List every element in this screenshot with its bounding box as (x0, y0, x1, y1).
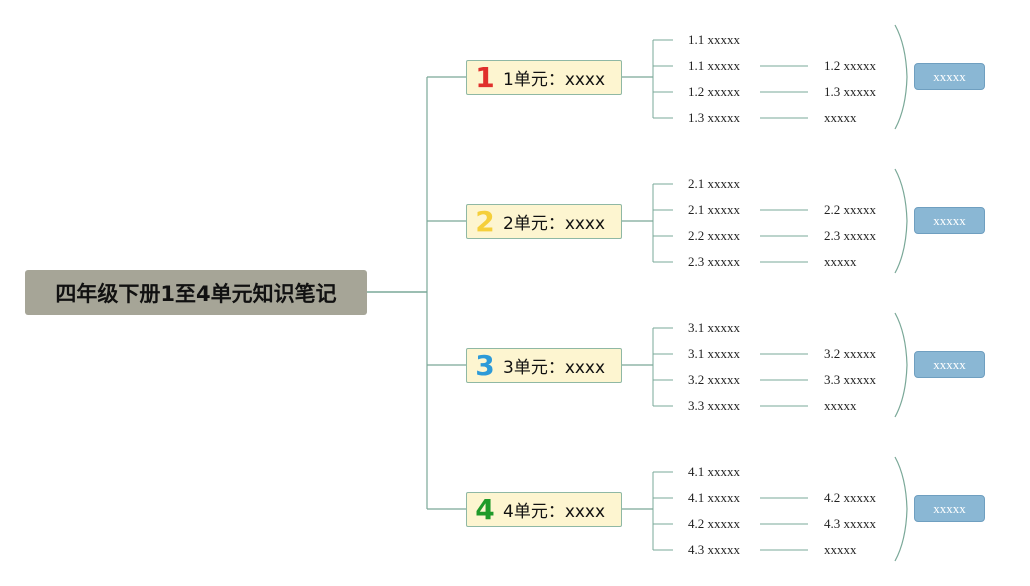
summary-box[interactable]: xxxxx (914, 63, 985, 90)
unit-box-1[interactable]: 1 1单元：xxxx (466, 60, 622, 95)
summary-text: xxxxx (933, 356, 966, 372)
summary-bracket (894, 24, 908, 130)
sub-item[interactable]: 1.1 xxxxx (688, 32, 740, 47)
unit-label: 2单元：xxxx (503, 214, 606, 234)
sub-item[interactable]: 1.1 xxxxx (688, 58, 740, 73)
sub-item-detail[interactable]: xxxxx (824, 254, 857, 269)
sub-item-detail[interactable]: 2.2 xxxxx (824, 202, 876, 217)
sub-item[interactable]: 1.3 xxxxx (688, 110, 740, 125)
sub-item[interactable]: 4.1 xxxxx (688, 464, 740, 479)
summary-bracket (894, 312, 908, 418)
root-title: 四年级下册1至4单元知识笔记 (55, 281, 337, 306)
unit-label: 4单元：xxxx (503, 502, 606, 522)
sub-item[interactable]: 2.1 xxxxx (688, 176, 740, 191)
summary-box[interactable]: xxxxx (914, 207, 985, 234)
sub-item[interactable]: 4.1 xxxxx (688, 490, 740, 505)
sub-item-detail[interactable]: 3.2 xxxxx (824, 346, 876, 361)
sub-item[interactable]: 3.1 xxxxx (688, 346, 740, 361)
summary-text: xxxxx (933, 500, 966, 516)
sub-item[interactable]: 4.2 xxxxx (688, 516, 740, 531)
summary-bracket (894, 168, 908, 274)
sub-item[interactable]: 3.1 xxxxx (688, 320, 740, 335)
sub-item-detail[interactable]: xxxxx (824, 398, 857, 413)
sub-item-detail[interactable]: 3.3 xxxxx (824, 372, 876, 387)
sub-item-detail[interactable]: xxxxx (824, 542, 857, 557)
unit-number-icon: 1 (475, 60, 495, 94)
unit-box-3[interactable]: 3 3单元：xxxx (466, 348, 622, 383)
summary-bracket (894, 456, 908, 562)
sub-item[interactable]: 2.2 xxxxx (688, 228, 740, 243)
summary-text: xxxxx (933, 68, 966, 84)
sub-item-detail[interactable]: 1.3 xxxxx (824, 84, 876, 99)
unit-number-icon: 4 (475, 492, 495, 526)
unit-number-icon: 2 (475, 204, 495, 238)
sub-item[interactable]: 2.3 xxxxx (688, 254, 740, 269)
sub-item[interactable]: 4.3 xxxxx (688, 542, 740, 557)
sub-item[interactable]: 1.2 xxxxx (688, 84, 740, 99)
sub-item[interactable]: 3.3 xxxxx (688, 398, 740, 413)
sub-item-detail[interactable]: 4.3 xxxxx (824, 516, 876, 531)
unit-box-2[interactable]: 2 2单元：xxxx (466, 204, 622, 239)
sub-item-detail[interactable]: 2.3 xxxxx (824, 228, 876, 243)
root-topic[interactable]: 四年级下册1至4单元知识笔记 (25, 270, 367, 315)
summary-text: xxxxx (933, 212, 966, 228)
unit-label: 1单元：xxxx (503, 70, 606, 90)
unit-number-icon: 3 (475, 348, 495, 382)
unit-box-4[interactable]: 4 4单元：xxxx (466, 492, 622, 527)
summary-box[interactable]: xxxxx (914, 495, 985, 522)
sub-item-detail[interactable]: 4.2 xxxxx (824, 490, 876, 505)
sub-item-detail[interactable]: xxxxx (824, 110, 857, 125)
sub-item[interactable]: 2.1 xxxxx (688, 202, 740, 217)
sub-item[interactable]: 3.2 xxxxx (688, 372, 740, 387)
sub-item-detail[interactable]: 1.2 xxxxx (824, 58, 876, 73)
unit-label: 3单元：xxxx (503, 358, 606, 378)
summary-box[interactable]: xxxxx (914, 351, 985, 378)
